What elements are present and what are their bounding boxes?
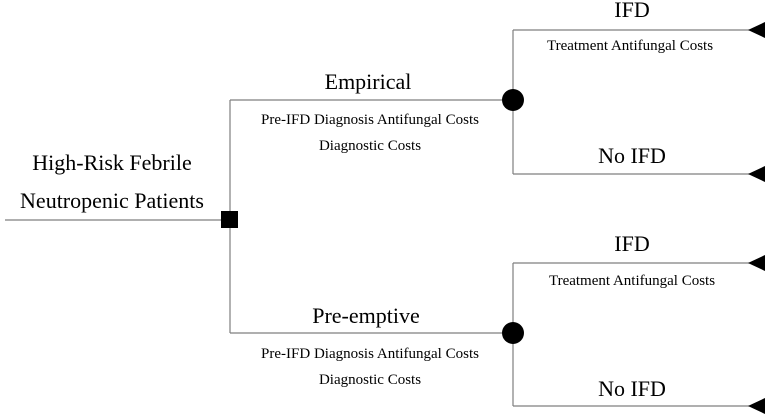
preemptive-label: Pre-emptive xyxy=(312,303,420,328)
chance-node-preemptive xyxy=(502,322,524,344)
chance-node-empirical xyxy=(502,89,524,111)
preemptive-cost-line1: Pre-IFD Diagnosis Antifungal Costs xyxy=(261,346,479,362)
terminal-preemptive-noifd xyxy=(748,398,765,414)
preemptive-ifd-label: IFD xyxy=(614,231,649,256)
empirical-cost-line1: Pre-IFD Diagnosis Antifungal Costs xyxy=(261,112,479,128)
root-label-line2: Neutropenic Patients xyxy=(20,188,204,213)
empirical-label: Empirical xyxy=(325,69,412,94)
terminal-empirical-ifd xyxy=(748,22,765,38)
empirical-ifd-label: IFD xyxy=(614,0,649,22)
empirical-cost-line2: Diagnostic Costs xyxy=(319,138,421,154)
decision-node-square xyxy=(221,211,238,228)
empirical-noifd-label: No IFD xyxy=(598,143,666,168)
empirical-ifd-cost: Treatment Antifungal Costs xyxy=(547,38,713,54)
preemptive-ifd-cost: Treatment Antifungal Costs xyxy=(549,273,715,289)
terminal-preemptive-ifd xyxy=(748,255,765,271)
preemptive-cost-line2: Diagnostic Costs xyxy=(319,372,421,388)
root-label-line1: High-Risk Febrile xyxy=(32,150,192,175)
terminal-empirical-noifd xyxy=(748,166,765,182)
preemptive-noifd-label: No IFD xyxy=(598,376,666,401)
